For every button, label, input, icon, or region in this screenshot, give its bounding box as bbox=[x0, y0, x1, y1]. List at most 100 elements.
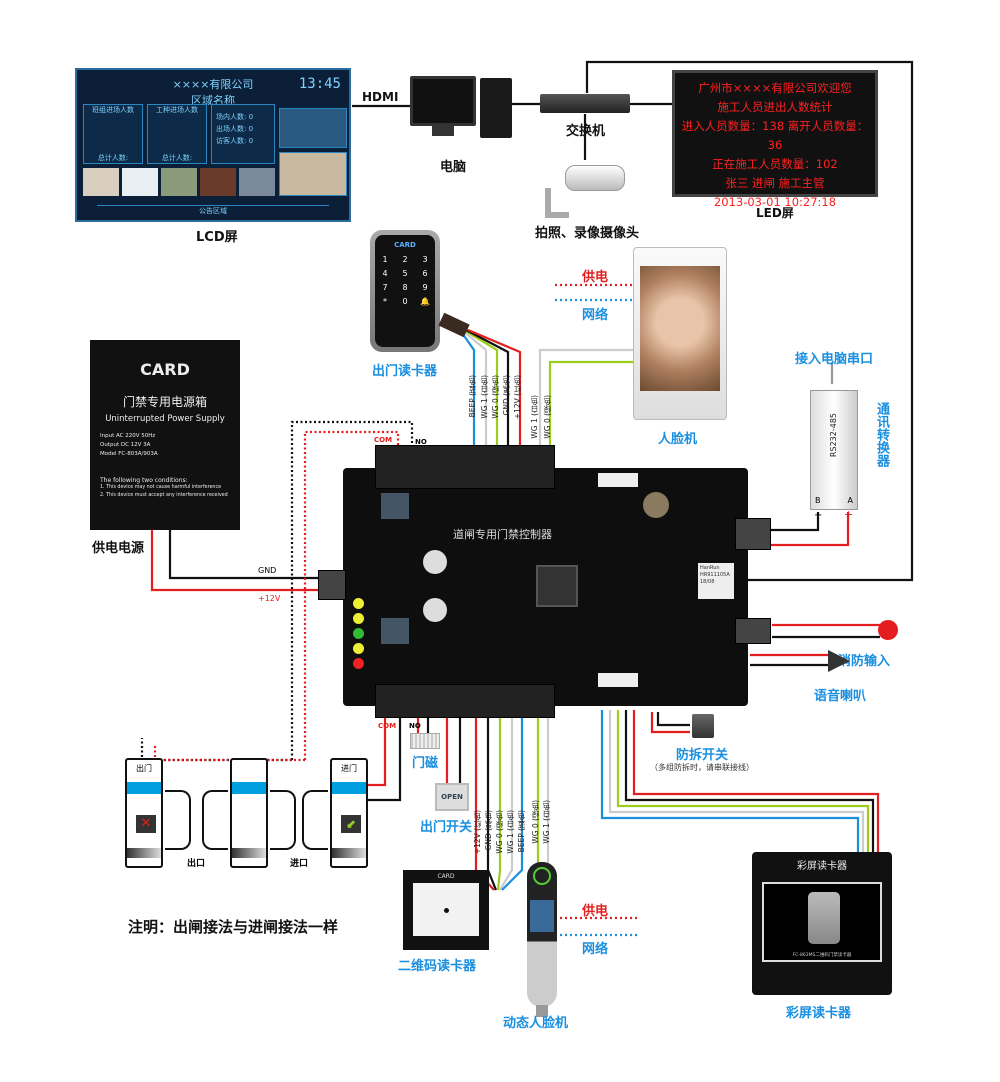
capacitor bbox=[423, 598, 447, 622]
power-supply-box: CARD 门禁专用电源箱 Uninterrupted Power Supply … bbox=[90, 340, 240, 530]
entry-gate: 进门 ⬋ bbox=[330, 758, 368, 868]
led-line: 进入人员数量：138 离开人员数量：36 bbox=[681, 119, 869, 152]
12v-label: +12V bbox=[258, 594, 281, 603]
gnd-label: GND bbox=[258, 566, 277, 575]
wire-label: WG 1 (白色) bbox=[506, 810, 515, 854]
wire-label: GND (黑色) bbox=[502, 375, 511, 416]
camera-icon bbox=[565, 165, 625, 191]
gate-flap bbox=[165, 790, 191, 850]
tamper-note: （多组防拆时，请串联接线） bbox=[650, 763, 754, 772]
computer-label: 电脑 bbox=[440, 160, 467, 175]
lcd-label: LCD屏 bbox=[196, 230, 238, 245]
exit-gate: 出门 ✕ bbox=[125, 758, 163, 868]
face-recognition-terminal bbox=[633, 247, 727, 420]
fire-terminal[interactable] bbox=[735, 618, 771, 644]
color-screen-card-reader: 彩屏读卡器 FC-863MS二维码门禁读卡器 bbox=[752, 852, 892, 995]
board-title: 道闸专用门禁控制器 bbox=[453, 528, 552, 541]
exit-button: OPEN bbox=[435, 783, 469, 811]
psu-brand: CARD bbox=[140, 360, 190, 379]
psu-conditions-title: The following two conditions: bbox=[100, 477, 188, 484]
lcd-counts: 场内人数: 0 出场人数: 0 访客人数: 0 bbox=[211, 104, 275, 164]
wire-label: WG 0 (绿色) bbox=[495, 810, 504, 854]
relay-no-label: NO bbox=[415, 438, 427, 446]
gate-flap bbox=[302, 790, 328, 850]
converter-top-label: 接入电脑串口 bbox=[795, 352, 874, 367]
camera-label: 拍照、录像摄像头 bbox=[535, 226, 640, 241]
lcd-company: ××××有限公司 bbox=[172, 78, 254, 91]
converter-model: RS232-485 bbox=[829, 413, 838, 458]
relay bbox=[381, 618, 409, 644]
camera-mount bbox=[545, 188, 569, 218]
exit-button-label: 出门开关 bbox=[420, 820, 473, 835]
face-power-label: 供电 bbox=[582, 270, 609, 285]
wire-label: GND (黑色) bbox=[484, 810, 493, 851]
wiring-note: 注明：出闸接法与进闸接法一样 bbox=[128, 918, 339, 936]
gate-label: 进门 bbox=[341, 764, 357, 773]
color-reader-title: 彩屏读卡器 bbox=[797, 861, 847, 872]
led-line: 施工人员进出人数统计 bbox=[717, 100, 833, 114]
gate-label: 出门 bbox=[136, 764, 152, 773]
bottom-terminal-block[interactable] bbox=[375, 684, 555, 718]
led-line: 2013-03-01 10:27:18 bbox=[713, 195, 837, 209]
face-wg1-wire bbox=[538, 348, 636, 460]
wire-label: BEEP (蓝色) bbox=[517, 810, 526, 853]
color-reader-label: 彩屏读卡器 bbox=[786, 1006, 852, 1021]
top-terminal-block[interactable] bbox=[375, 445, 555, 489]
mcu-chip bbox=[536, 565, 578, 607]
bell-icon: 🔔 bbox=[420, 297, 430, 306]
relay-com-label: COM bbox=[374, 436, 393, 444]
exit-reader-label: 出门读卡器 bbox=[372, 364, 438, 379]
wire-label: WG 0 (绿色) bbox=[491, 375, 500, 419]
door-sensor-label: 门磁 bbox=[412, 756, 439, 771]
lcd-total: 总计人数: bbox=[97, 154, 129, 162]
qr-reader-label: 二维码读卡器 bbox=[398, 959, 477, 974]
terminal-stand bbox=[536, 1005, 548, 1017]
gate-flap bbox=[270, 790, 296, 850]
power-terminal[interactable] bbox=[318, 570, 346, 600]
lcd-footer: 公告区域 bbox=[97, 205, 329, 216]
wire-label: WG 1 (白色) bbox=[480, 375, 489, 419]
dynamic-face-power-label: 供电 bbox=[582, 904, 609, 919]
exit-lane-label: 出口 bbox=[187, 859, 206, 869]
rs232-485-converter: RS232-485 B A bbox=[810, 390, 858, 510]
led-indicator bbox=[353, 613, 364, 624]
switch-label: 交换机 bbox=[566, 124, 606, 139]
psu-conditions: 1. This device may not cause harmful int… bbox=[100, 485, 228, 498]
reader-port-bottom bbox=[598, 673, 638, 687]
wire-label: WG 0 (绿色) bbox=[543, 395, 552, 439]
lcd-total: 总计人数: bbox=[161, 154, 193, 162]
led-indicator bbox=[353, 658, 364, 669]
qr-code-reader: CARD bbox=[403, 870, 489, 950]
middle-gate bbox=[230, 758, 268, 868]
door-sensor-icon bbox=[410, 733, 440, 749]
lcd-time: 13:45 bbox=[298, 76, 341, 92]
stop-x-icon: ✕ bbox=[136, 815, 156, 833]
rs485-terminal[interactable] bbox=[735, 518, 771, 550]
qr-reader-brand: CARD bbox=[437, 873, 455, 880]
converter-side-label: 通讯转换器 bbox=[874, 402, 889, 467]
wire-label: WG 0 (绿色) bbox=[531, 800, 540, 844]
wire-label: BEEP (蓝色) bbox=[468, 375, 477, 418]
wire-label: WG 1 (白色) bbox=[542, 800, 551, 844]
face-machine-label: 人脸机 bbox=[658, 432, 698, 447]
arrow-icon: ⬋ bbox=[341, 815, 361, 833]
coin-battery bbox=[643, 492, 669, 518]
rj45-jack: HanRun HR911105A 18/08 bbox=[698, 563, 734, 599]
led-line: 张三 进闸 施工主管 bbox=[725, 176, 825, 190]
capacitor bbox=[423, 550, 447, 574]
fire-label: 消防输入 bbox=[838, 654, 891, 669]
led-indicator bbox=[353, 628, 364, 639]
lcd-panel-title: 工种进场人数 bbox=[156, 106, 198, 114]
tamper-label: 防拆开关 bbox=[676, 748, 729, 763]
led-indicator bbox=[353, 598, 364, 609]
led-line: 正在施工人员数量：102 bbox=[712, 157, 838, 171]
face-wg0-wire bbox=[548, 360, 636, 460]
tamper-switch-icon bbox=[692, 714, 714, 738]
hdmi-label: HDMI bbox=[362, 90, 399, 104]
minus-label: − bbox=[814, 510, 823, 521]
wire-label: +12V (红色) bbox=[513, 375, 522, 420]
relay-com-label: COM bbox=[378, 722, 397, 730]
